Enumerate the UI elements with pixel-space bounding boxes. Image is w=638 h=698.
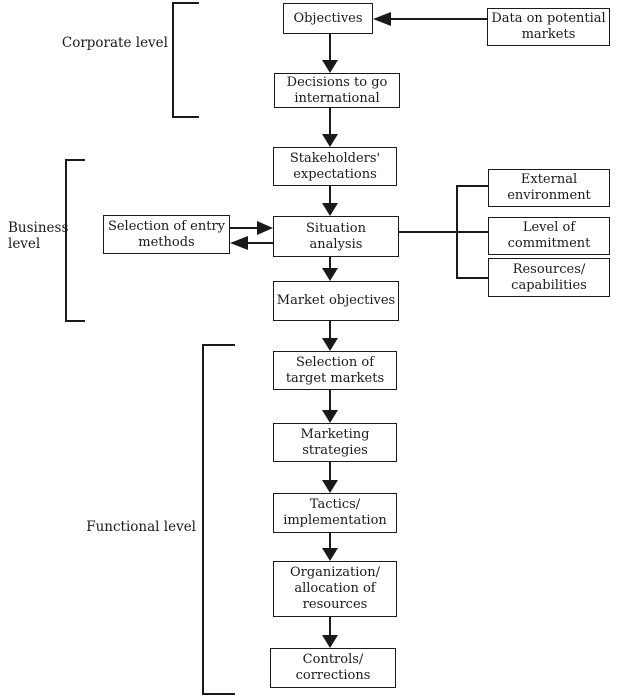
arrowhead-down-icon	[322, 134, 338, 147]
connector-inputs-vertical	[456, 185, 458, 279]
connector-tactics-organization	[329, 532, 331, 548]
arrowhead-down-icon	[322, 268, 338, 281]
arrowhead-down-icon	[322, 203, 338, 216]
node-controls-corrections: Controls/ corrections	[270, 648, 396, 688]
arrowhead-down-icon	[322, 548, 338, 561]
connector-decisions-stakeholders	[329, 107, 331, 134]
arrowhead-left-icon	[230, 236, 248, 250]
node-organization-allocation-of-resources: Organization/ allocation of resources	[273, 561, 397, 617]
connector-target-markets-marketing-strategies	[329, 389, 331, 410]
node-situation-analysis: Situation analysis	[273, 216, 399, 257]
connector-situation-market-objectives	[329, 256, 331, 268]
label-corporate-level: Corporate level	[61, 35, 168, 51]
node-stakeholders-expectations: Stakeholders' expectations	[273, 147, 397, 186]
connector-entry-methods-to-situation	[230, 227, 258, 229]
label-business-level: Business level	[8, 220, 69, 252]
node-selection-of-entry-methods: Selection of entry methods	[103, 215, 230, 254]
connector-situation-to-entry-methods	[246, 242, 273, 244]
node-external-environment: External environment	[488, 169, 610, 207]
bracket-corporate-level	[172, 2, 199, 118]
arrowhead-down-icon	[322, 635, 338, 648]
connector-stakeholders-situation	[329, 185, 331, 203]
connector-marketing-strategies-tactics	[329, 461, 331, 480]
arrowhead-down-icon	[322, 410, 338, 423]
arrowhead-down-icon	[322, 338, 338, 351]
connector-branch-external-environment	[456, 185, 488, 187]
label-functional-level: Functional level	[86, 519, 196, 535]
connector-branch-resources-capabilities	[456, 277, 488, 279]
node-level-of-commitment: Level of commitment	[488, 217, 610, 255]
connector-data-markets-objectives	[391, 18, 487, 20]
arrowhead-right-icon	[257, 221, 273, 235]
node-resources-capabilities: Resources/ capabilities	[488, 258, 610, 297]
bracket-functional-level	[202, 344, 235, 695]
connector-organization-controls	[329, 616, 331, 635]
arrowhead-down-icon	[322, 480, 338, 493]
node-decisions-to-go-international: Decisions to go international	[274, 73, 400, 108]
connector-market-objectives-target-markets	[329, 320, 331, 338]
node-marketing-strategies: Marketing strategies	[273, 423, 397, 462]
node-data-on-potential-markets: Data on potential markets	[487, 8, 610, 46]
connector-situation-to-inputs	[398, 231, 488, 233]
arrowhead-left-icon	[373, 12, 391, 26]
arrowhead-down-icon	[322, 60, 338, 73]
node-tactics-implementation: Tactics/ implementation	[273, 493, 397, 533]
node-selection-of-target-markets: Selection of target markets	[273, 351, 397, 390]
connector-objectives-decisions	[329, 34, 331, 60]
node-objectives: Objectives	[283, 3, 373, 34]
bracket-business-level	[65, 159, 85, 322]
node-market-objectives: Market objectives	[273, 281, 399, 321]
